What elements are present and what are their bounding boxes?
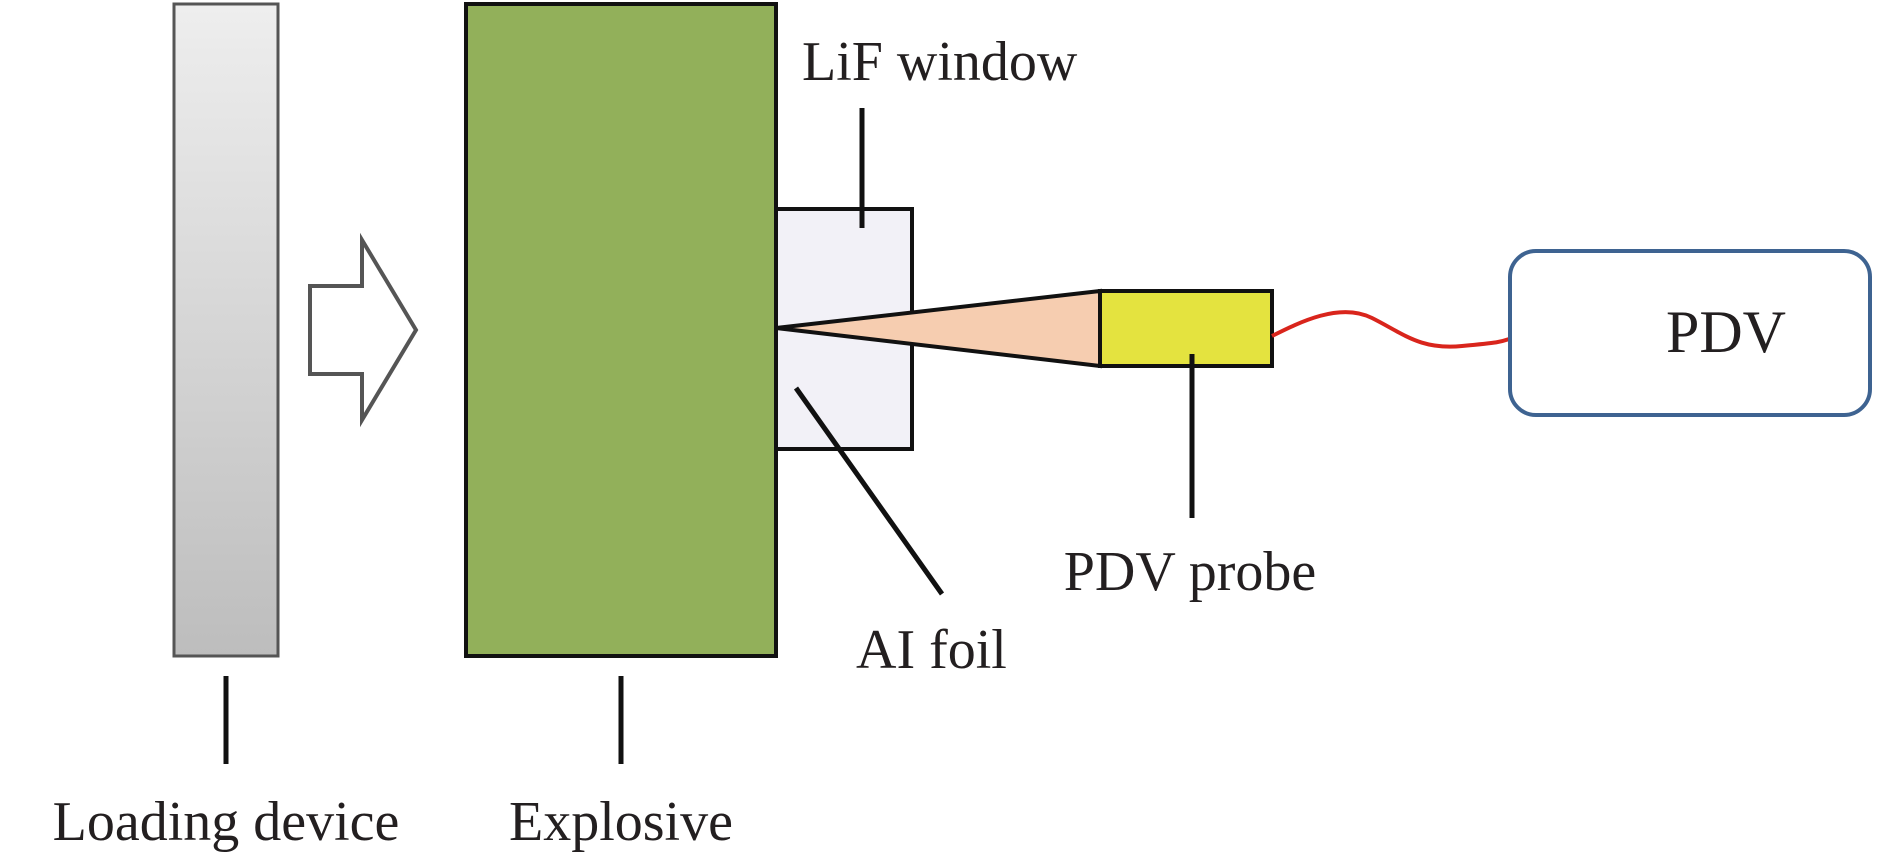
pdv-probe-label: PDV probe <box>1064 541 1317 603</box>
optical-fiber <box>1271 310 1513 349</box>
pdv-probe <box>1098 289 1274 368</box>
loading-device-label: Loading device <box>53 791 400 853</box>
al-foil-label: AI foil <box>856 619 1007 681</box>
lif-window-label: LiF window <box>802 31 1078 93</box>
al-foil-leader <box>793 386 945 596</box>
loading-device-plate <box>172 2 280 658</box>
pdv-label: PDV <box>1666 299 1786 365</box>
pdv-box <box>1508 249 1872 417</box>
explosive-block <box>464 2 778 658</box>
hollow-right-arrow-icon <box>308 232 419 428</box>
explosive-label: Explosive <box>509 791 733 853</box>
